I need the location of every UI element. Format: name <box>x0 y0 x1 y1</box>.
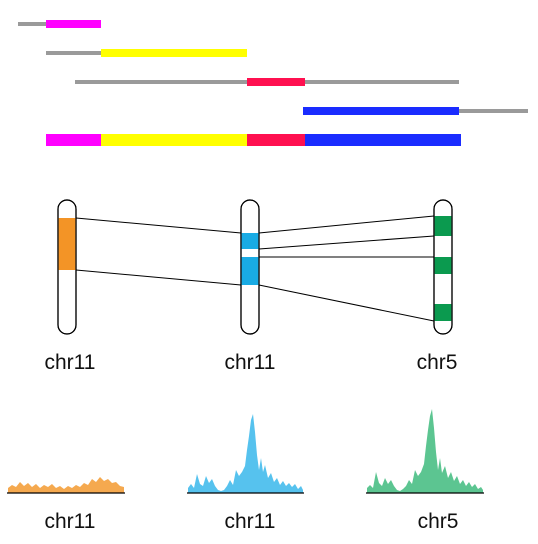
row3-segment-c <box>247 78 305 86</box>
coverage-1-label: chr11 <box>45 510 96 533</box>
segment-row-combined <box>46 134 461 146</box>
connector-lines <box>75 215 435 322</box>
ideogram-3-band-3 <box>434 304 452 321</box>
coverage-track-1: chr11 <box>7 477 125 533</box>
ideogram-2-label: chr11 <box>225 351 276 374</box>
ideogram-2-outline <box>240 199 260 335</box>
segment-row-1 <box>18 20 101 28</box>
combined-segment-b <box>101 134 247 146</box>
segment-rows <box>18 20 528 146</box>
ideogram-3-band-2 <box>434 257 452 274</box>
segment-row-4 <box>303 107 528 115</box>
coverage-track-2: chr11 <box>187 414 304 533</box>
coverage-2-area <box>188 414 303 493</box>
connector-4 <box>258 235 435 250</box>
segment-row-2 <box>46 49 247 57</box>
row2-grey-flank-left <box>46 51 101 55</box>
connector-6 <box>258 284 435 322</box>
row3-grey-flank-right <box>305 80 459 84</box>
ideogram-3-label: chr5 <box>417 351 458 374</box>
coverage-1-area <box>8 477 124 493</box>
connector-3 <box>258 215 435 234</box>
coverage-track-3: chr5 <box>366 409 484 533</box>
row3-grey-flank-left <box>75 80 247 84</box>
segment-row-3 <box>75 78 459 86</box>
coverage-3-label: chr5 <box>418 510 459 533</box>
coverage-3-area <box>367 409 483 493</box>
ideogram-2-band-lower <box>241 257 259 285</box>
row1-segment-a <box>46 20 101 28</box>
ideogram-3: chr5 <box>417 199 458 374</box>
ideogram-1-outline <box>57 199 77 335</box>
ideogram-2-band-upper <box>241 233 259 249</box>
ideogram-1: chr11 <box>45 199 96 374</box>
coverage-2-label: chr11 <box>225 510 276 533</box>
ideogram-1-band <box>58 218 76 270</box>
combined-segment-d <box>305 134 461 146</box>
row4-segment-d <box>303 107 459 115</box>
ideogram-1-label: chr11 <box>45 351 96 374</box>
ideogram-2: chr11 <box>225 199 276 374</box>
row4-grey-flank-right <box>459 109 528 113</box>
connector-2 <box>75 269 242 286</box>
row2-segment-b <box>101 49 247 57</box>
ideogram-3-band-1 <box>434 216 452 236</box>
connector-1 <box>75 217 242 234</box>
combined-segment-c <box>247 134 305 146</box>
row1-grey-flank-left <box>18 22 46 26</box>
ideogram-3-outline <box>433 199 453 335</box>
combined-segment-a <box>46 134 101 146</box>
